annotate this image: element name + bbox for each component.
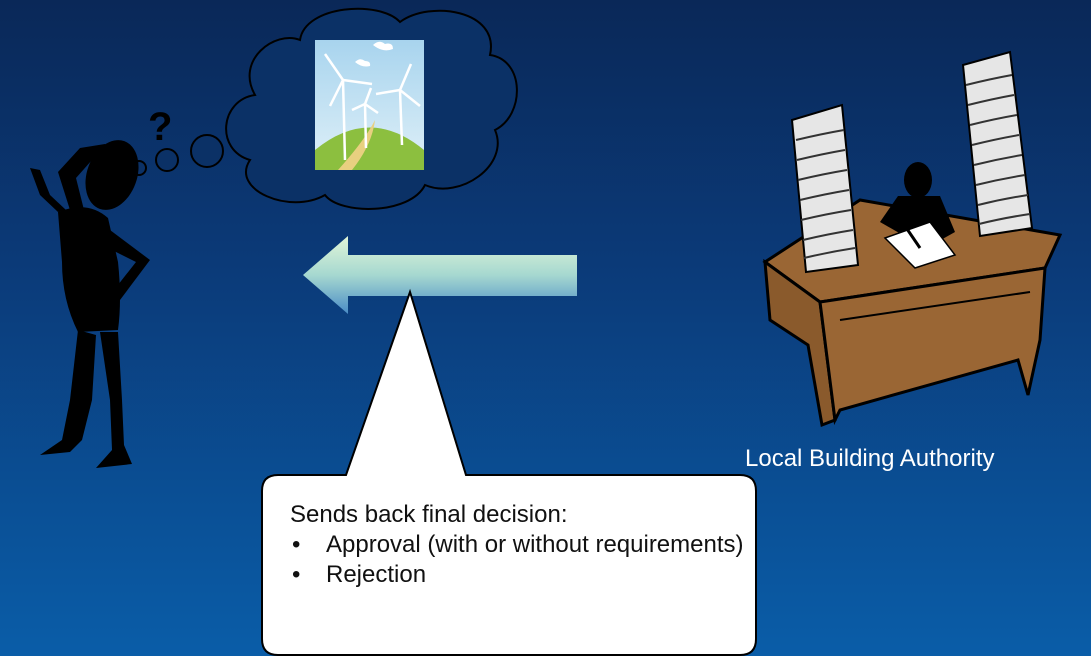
- decision-label: Approval (with or without requirements): [326, 531, 744, 558]
- decision-item-rejection: • Rejection: [290, 560, 750, 590]
- callout-text: Sends back final decision: • Approval (w…: [290, 500, 750, 590]
- confused-person-icon: ?: [30, 105, 172, 468]
- question-mark: ?: [148, 105, 172, 149]
- decision-label: Rejection: [326, 561, 427, 588]
- bullet: •: [292, 531, 301, 558]
- decision-item-approval: • Approval (with or without requirements…: [290, 530, 750, 560]
- left-arrow-icon: [303, 236, 577, 314]
- wind-turbine-icon: [315, 40, 424, 170]
- callout-heading: Sends back final decision:: [290, 501, 568, 528]
- bullet: •: [292, 561, 301, 588]
- decision-list: • Approval (with or without requirements…: [290, 530, 750, 590]
- authority-label: Local Building Authority: [745, 445, 995, 472]
- desk-with-paper-stacks-icon: [762, 50, 1063, 428]
- callout-bubble: [261, 288, 757, 656]
